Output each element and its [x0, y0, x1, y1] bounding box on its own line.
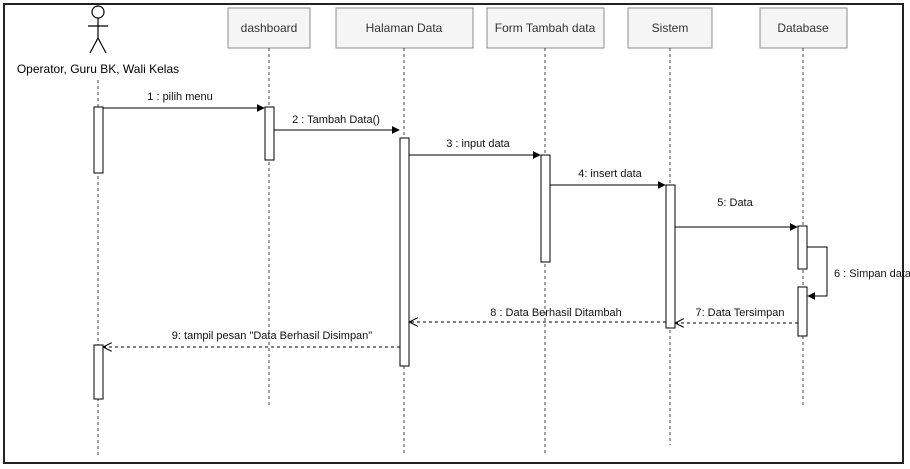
message-label: 6 : Simpan data	[834, 268, 910, 280]
message-6-self: 6 : Simpan data	[807, 246, 910, 300]
message-7: 7: Data Tersimpan	[676, 307, 798, 323]
activation-bar	[665, 184, 676, 329]
participant-label: Sistem	[652, 21, 689, 35]
actor-icon	[88, 5, 108, 54]
message-label: 9: tampil pesan "Data Berhasil Disimpan"	[172, 330, 372, 342]
message-9: 9: tampil pesan "Data Berhasil Disimpan"	[104, 330, 400, 347]
activation-bar	[264, 106, 275, 161]
message-label: 1 : pilih menu	[147, 91, 212, 103]
message-label: 5: Data	[717, 197, 753, 209]
participant-database: Database	[759, 7, 848, 49]
activation-bar	[797, 225, 808, 270]
participant-label: Form Tambah data	[495, 21, 596, 35]
activation-bar	[540, 154, 551, 263]
participant-halaman-data: Halaman Data	[335, 7, 474, 49]
actor-label: Operator, Guru BK, Wali Kelas	[17, 62, 179, 76]
message-5: 5: Data	[675, 197, 798, 231]
message-label: 7: Data Tersimpan	[695, 307, 784, 319]
participant-form-tambah-data: Form Tambah data	[486, 7, 605, 49]
participant-sistem: Sistem	[627, 7, 713, 49]
activation-bar	[399, 137, 410, 367]
activation-bar	[93, 106, 104, 174]
participant-label: Halaman Data	[366, 21, 443, 35]
message-2: 2 : Tambah Data()	[274, 114, 400, 134]
message-3: 3 : input data	[409, 138, 541, 159]
diagram-frame	[3, 3, 904, 464]
participant-label: dashboard	[241, 21, 298, 35]
participant-label: Database	[777, 21, 829, 35]
participant-dashboard: dashboard	[227, 7, 311, 49]
message-8: 8 : Data Berhasil Ditambah	[410, 307, 666, 322]
message-label: 2 : Tambah Data()	[292, 114, 380, 126]
message-4: 4: insert data	[550, 168, 666, 189]
activation-bar	[93, 344, 104, 400]
message-label: 3 : input data	[446, 138, 510, 150]
message-1: 1 : pilih menu	[103, 91, 265, 112]
activation-bar	[797, 286, 808, 337]
message-label: 4: insert data	[578, 168, 642, 180]
message-label: 8 : Data Berhasil Ditambah	[490, 307, 621, 319]
